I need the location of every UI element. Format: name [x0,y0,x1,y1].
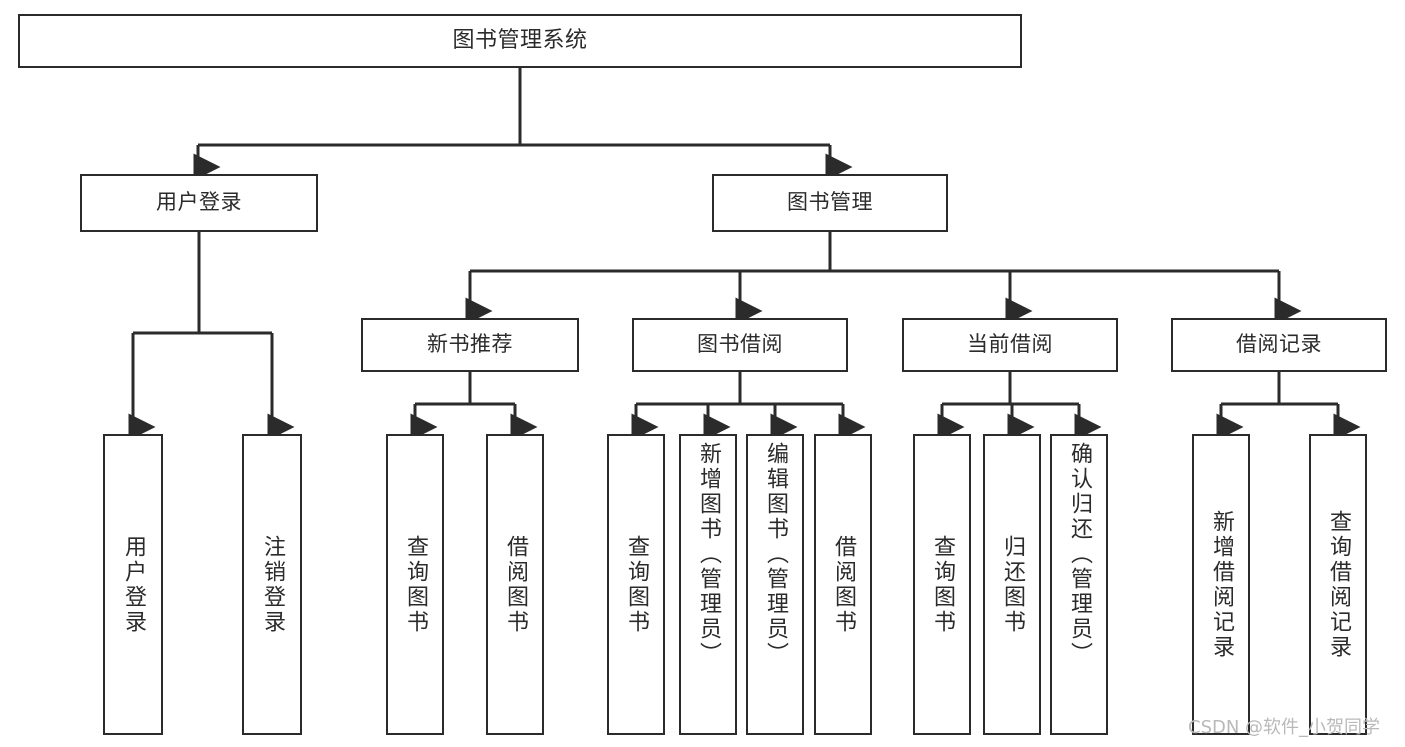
node-new-book-recommend-label: 新书推荐 [427,332,513,357]
node-book-borrow-label: 图书借阅 [697,332,783,357]
node-book-borrow[interactable]: 图书借阅 [632,318,848,372]
node-leaf-query-book-2[interactable]: 查询图书 [607,434,665,735]
node-book-manage-label: 图书管理 [787,190,873,215]
node-leaf-confirm-return[interactable]: 确认归还（管理员） [1050,434,1108,735]
node-leaf-user-logout[interactable]: 注销登录 [242,434,302,735]
node-leaf-query-record[interactable]: 查询借阅记录 [1309,434,1367,735]
node-current-borrow-label: 当前借阅 [967,332,1053,357]
node-new-book-recommend[interactable]: 新书推荐 [361,318,579,372]
node-leaf-query-book-1[interactable]: 查询图书 [386,434,444,735]
node-leaf-add-book[interactable]: 新增图书（管理员） [679,434,737,735]
node-borrow-record[interactable]: 借阅记录 [1171,318,1387,372]
node-leaf-user-login[interactable]: 用户登录 [103,434,163,735]
node-leaf-borrow-book-2-label: 借阅图书 [831,534,856,635]
node-leaf-query-book-2-label: 查询图书 [624,534,649,635]
node-leaf-query-book-3-label: 查询图书 [930,534,955,635]
node-leaf-borrow-book-1[interactable]: 借阅图书 [486,434,544,735]
node-leaf-query-book-3[interactable]: 查询图书 [913,434,971,735]
node-user-login-label: 用户登录 [156,190,242,215]
node-leaf-confirm-return-label: 确认归还（管理员） [1067,442,1092,667]
node-book-manage[interactable]: 图书管理 [712,174,948,232]
node-leaf-return-book[interactable]: 归还图书 [983,434,1041,735]
node-leaf-query-record-label: 查询借阅记录 [1326,509,1351,660]
csdn-watermark: CSDN @软件_小贺同学 [1188,717,1381,738]
node-root-label: 图书管理系统 [452,27,588,53]
node-leaf-edit-book-label: 编辑图书（管理员） [763,442,788,667]
node-root[interactable]: 图书管理系统 [18,14,1022,68]
node-leaf-add-record[interactable]: 新增借阅记录 [1192,434,1250,735]
node-leaf-query-book-1-label: 查询图书 [403,534,428,635]
node-leaf-borrow-book-1-label: 借阅图书 [503,534,528,635]
node-leaf-user-logout-label: 注销登录 [260,534,285,635]
node-leaf-edit-book[interactable]: 编辑图书（管理员） [746,434,804,735]
node-current-borrow[interactable]: 当前借阅 [902,318,1118,372]
node-leaf-user-login-label: 用户登录 [121,534,146,635]
node-leaf-add-record-label: 新增借阅记录 [1209,509,1234,660]
node-borrow-record-label: 借阅记录 [1236,332,1322,357]
node-leaf-return-book-label: 归还图书 [1000,534,1025,635]
node-leaf-borrow-book-2[interactable]: 借阅图书 [814,434,872,735]
node-user-login[interactable]: 用户登录 [80,174,318,232]
node-leaf-add-book-label: 新增图书（管理员） [696,442,721,667]
